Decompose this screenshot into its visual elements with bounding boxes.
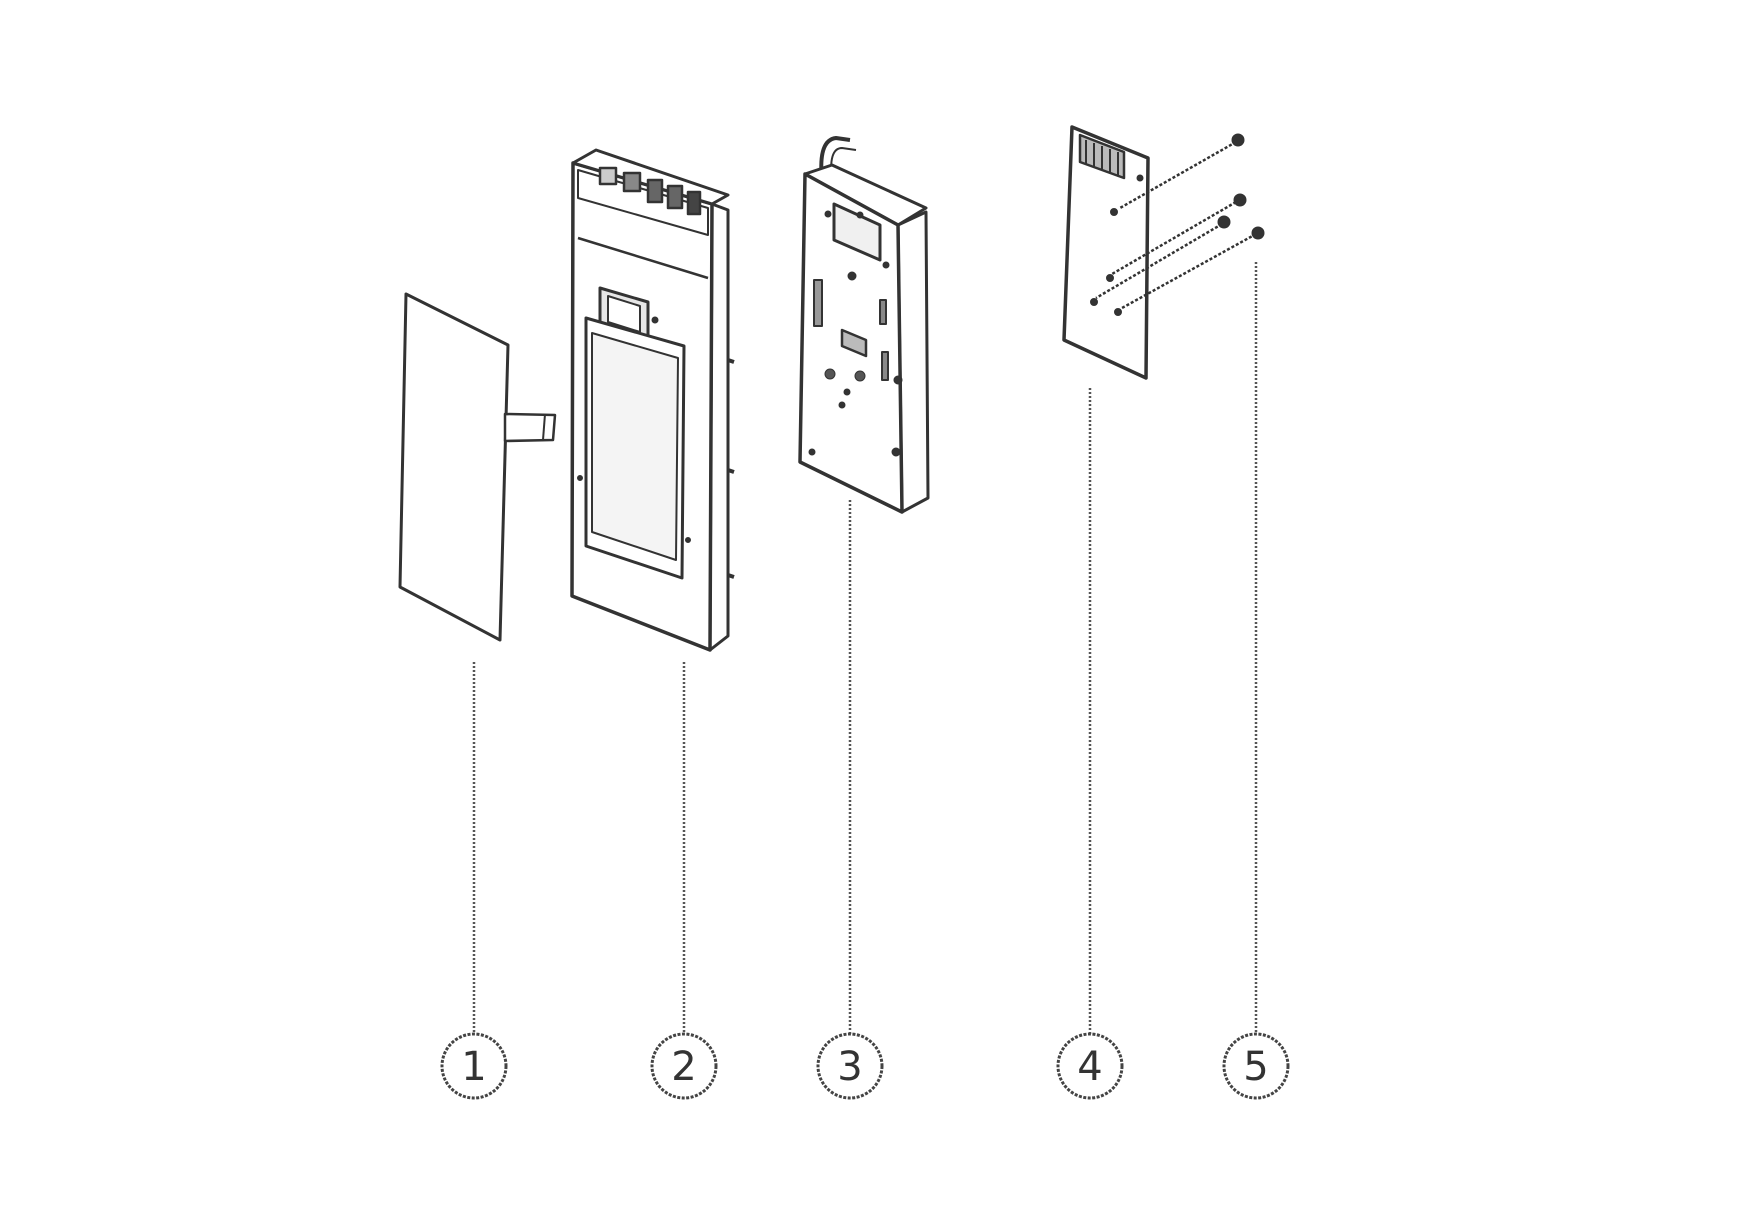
callout-number: 1	[461, 1044, 486, 1090]
callout-2: 2	[650, 1032, 718, 1100]
callout-number: 4	[1077, 1044, 1102, 1090]
part-4-circuit-board	[1062, 125, 1150, 380]
callout-number: 2	[671, 1044, 696, 1090]
part-2-front-housing	[570, 148, 735, 652]
callout-1: 1	[440, 1032, 508, 1100]
callout-5: 5	[1222, 1032, 1290, 1100]
callout-3: 3	[816, 1032, 884, 1100]
callout-number: 5	[1243, 1044, 1268, 1090]
part-1-membrane-film	[398, 292, 557, 642]
callout-4: 4	[1056, 1032, 1124, 1100]
part-5-screws	[1095, 133, 1265, 310]
leader-lines	[472, 262, 1258, 1036]
part-3-board-bracket	[798, 136, 930, 514]
callout-number: 3	[837, 1044, 862, 1090]
